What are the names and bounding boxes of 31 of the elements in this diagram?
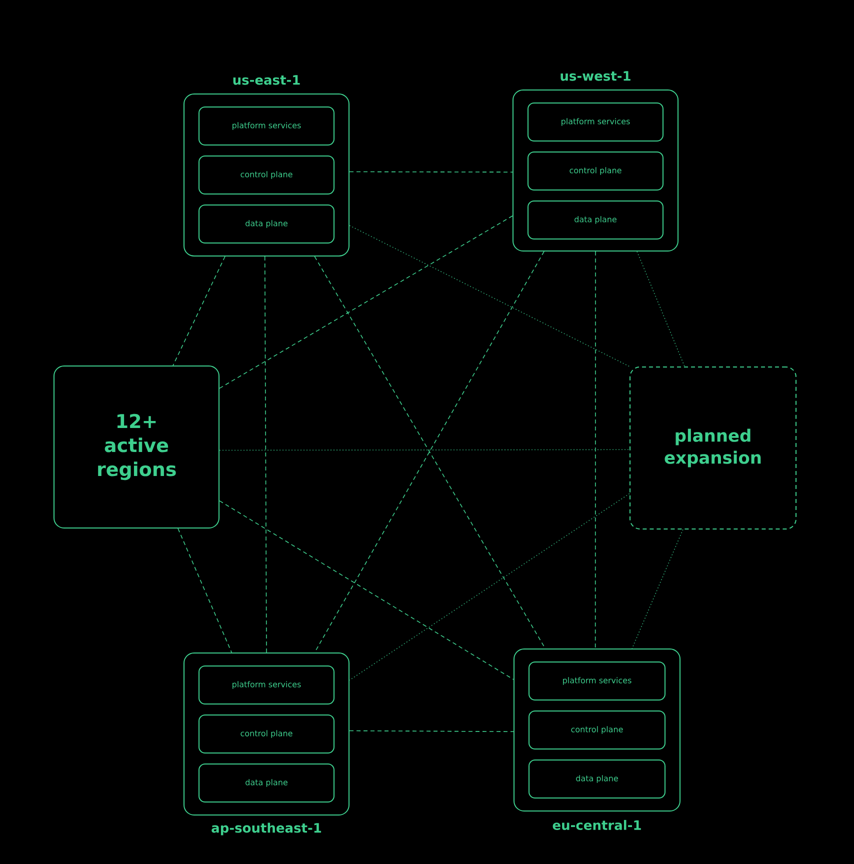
connector [632,529,684,649]
component-box: data plane [198,764,334,802]
connector [219,215,513,389]
connector [349,171,513,173]
summary-box: 12+ active regions [54,366,220,528]
connector [349,730,514,732]
connector [178,528,232,653]
component-box: control plane [198,714,334,754]
connector [636,251,686,367]
connector [264,256,267,653]
component-box: platform services [528,662,666,700]
connector [172,256,226,366]
connector [594,251,596,649]
component-box: platform services [198,666,334,704]
expansion-box: planned expansion [630,366,796,530]
component-box: control plane [528,152,664,190]
region-label: us-west-1 [560,71,630,81]
connector [219,449,630,451]
component-box: platform services [528,102,664,142]
connector [349,225,630,367]
component-box: platform services [198,106,334,146]
component-box: data plane [198,204,334,244]
connector [349,493,630,681]
region-label: ap-southeast-1 [212,822,322,836]
region-label: us-east-1 [233,75,300,85]
component-box: data plane [528,200,664,240]
component-box: control plane [198,156,334,194]
connector [219,500,514,680]
component-box: data plane [528,760,666,798]
component-box: control plane [528,710,666,750]
region-label: eu-central-1 [552,820,641,830]
